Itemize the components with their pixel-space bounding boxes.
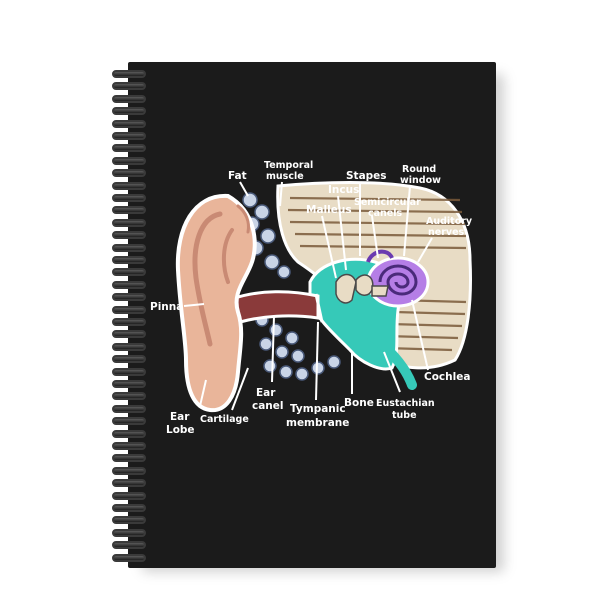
label-temporal-muscle-1: Temporal <box>264 160 313 171</box>
spiral-coil <box>112 268 146 277</box>
label-cartilage: Cartilage <box>200 414 249 425</box>
spiral-coil <box>112 156 146 165</box>
spiral-coil <box>112 256 146 264</box>
eustachian-tube <box>367 331 417 390</box>
label-temporal-muscle-2: muscle <box>266 171 304 182</box>
spiral-coil <box>112 231 146 240</box>
spiral-coil <box>112 293 146 302</box>
label-stapes: Stapes <box>346 170 387 182</box>
spiral-coil <box>112 218 146 227</box>
spiral-coil <box>112 367 146 376</box>
label-eustachian-1: Eustachian <box>376 398 435 409</box>
spiral-coil <box>112 429 146 438</box>
label-bone: Bone <box>344 397 374 409</box>
spiral-coil <box>112 305 146 314</box>
spiral-binding <box>112 62 152 568</box>
spiral-coil <box>112 181 146 190</box>
spiral-coil <box>112 243 146 252</box>
spiral-coil <box>112 454 146 463</box>
spiral-coil <box>112 280 146 289</box>
label-eustachian-2: tube <box>392 410 417 421</box>
spiral-coil <box>112 516 146 525</box>
spiral-coil <box>112 355 146 364</box>
label-semicircular-1: Semicircular <box>354 197 421 208</box>
label-ear-canal-1: Ear <box>256 387 276 399</box>
spiral-coil <box>112 404 146 413</box>
spiral-coil <box>112 194 146 202</box>
spiral-coil <box>112 342 146 351</box>
label-round-window-1: Round <box>402 164 436 175</box>
spiral-coil <box>112 132 146 140</box>
spiral-coil <box>112 107 146 116</box>
spiral-coil <box>112 528 146 537</box>
label-ear-lobe-1: Ear <box>170 411 190 423</box>
spiral-coil <box>112 119 146 128</box>
spiral-coil <box>112 504 146 512</box>
label-tympanic-1: Tympanic <box>290 403 346 415</box>
spiral-coil <box>112 417 146 426</box>
label-auditory-1: Auditory <box>426 216 473 227</box>
spiral-coil <box>112 144 146 153</box>
spiral-coil <box>112 541 146 550</box>
spiral-coil <box>112 330 146 339</box>
pinna <box>175 193 257 413</box>
label-semicircular-2: canels <box>368 208 403 219</box>
spiral-coil <box>112 169 146 178</box>
spiral-coil <box>112 70 146 78</box>
ear-canal <box>233 290 320 324</box>
label-incus: Incus <box>328 184 359 196</box>
spiral-coil <box>112 491 146 500</box>
spiral-coil <box>112 479 146 488</box>
label-ear-lobe-2: Lobe <box>166 424 195 436</box>
spiral-coil <box>112 392 146 401</box>
tympanic-membrane-mark <box>314 293 324 323</box>
label-tympanic-2: membrane <box>286 417 349 429</box>
label-auditory-2: nerves <box>428 227 465 238</box>
label-fat: Fat <box>228 170 247 182</box>
spiral-coil <box>112 94 146 103</box>
spiral-coil <box>112 553 146 562</box>
label-malleus: Malleus <box>306 204 352 216</box>
spiral-coil <box>112 318 146 326</box>
spiral-coil <box>112 380 146 388</box>
ossicles <box>335 273 389 304</box>
leader-lines <box>183 181 433 411</box>
spiral-coil <box>112 82 146 91</box>
label-cochlea: Cochlea <box>424 371 470 383</box>
label-ear-canal-2: canel <box>252 400 284 412</box>
spiral-coil <box>112 442 146 450</box>
spiral-coil <box>112 466 146 475</box>
label-pinna: Pinna <box>150 301 183 313</box>
spiral-coil <box>112 206 146 215</box>
label-round-window-2: window <box>400 175 441 186</box>
